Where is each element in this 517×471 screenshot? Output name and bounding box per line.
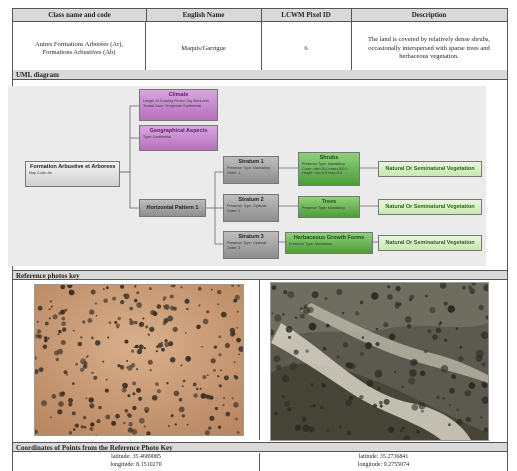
uml-natural-box-3: Natural Or Seminatural Vegetation: [378, 235, 482, 251]
trees-desc: Presence Type: Mandatory: [302, 206, 345, 210]
uml-shrubs-box: Shrubs Presence Type: Mandatory Cover: m…: [298, 152, 360, 186]
coords-row: latitude: 35.4689085 longitude: 8.151027…: [13, 453, 507, 471]
class-name-cell: Autres Formations Arborées (Ar), Formati…: [13, 21, 146, 77]
photos-section-title: Reference photos key: [13, 270, 507, 280]
stratum3-title: Stratum 3: [238, 234, 264, 240]
table-header-row: Class name and code English Name LCWM Pi…: [13, 8, 507, 22]
uml-herbaceous-box: Herbaceous Growth Forms Presence Type: M…: [285, 232, 373, 254]
geo-desc: Type: Continental: [143, 135, 171, 139]
uml-stratum2-box: Stratum 2 Presence Type: Optional Order:…: [223, 194, 279, 222]
natural1-title: Natural Or Seminatural Vegetation: [385, 166, 475, 172]
description-cell: The land is covered by relatively dense …: [367, 36, 491, 61]
climate-desc: Length Of Growing Period: Dry Semi-arid …: [143, 99, 209, 108]
uml-diagram: Climate Length Of Growing Period: Dry Se…: [8, 86, 486, 266]
stratum1-title: Stratum 1: [238, 159, 264, 165]
shrubs-desc: Presence Type: Mandatory Cover: min=20.0…: [302, 162, 348, 176]
trees-title: Trees: [321, 199, 337, 205]
photo-divider: [259, 280, 260, 440]
uml-natural-box-1: Natural Or Seminatural Vegetation: [378, 161, 482, 177]
coords-section-title: Coordinates of Points from the Reference…: [13, 442, 507, 452]
reference-photo-right: [270, 282, 489, 441]
herbaceous-title: Herbaceous Growth Forms: [293, 235, 365, 241]
page-lower: Reference photos key Coordinates of Poin…: [12, 270, 508, 471]
right-longitude: longitude: 9.2755074: [357, 462, 410, 468]
coords-right: latitude: 35.2736841 longitude: 9.275507…: [260, 453, 507, 471]
header-description: Description: [411, 11, 447, 19]
header-class-name: Class name and code: [13, 9, 147, 21]
uml-section-title: UML diagram: [13, 70, 507, 80]
uml-horizontal-box: Horizontal Pattern 1: [139, 199, 206, 217]
pixel-id-cell: 6: [261, 21, 352, 77]
reference-photo-left: [34, 284, 244, 436]
formation-desc: Map Code: Ab: [29, 171, 52, 175]
left-longitude: longitude: 8.1510270: [110, 462, 162, 468]
header-pixel-id: LCWM Pixel ID: [261, 9, 352, 21]
uml-natural-box-2: Natural Or Seminatural Vegetation: [378, 199, 482, 215]
geo-title: Geographical Aspects: [149, 128, 208, 134]
uml-connectors: [120, 105, 378, 245]
natural3-title: Natural Or Seminatural Vegetation: [385, 240, 475, 246]
herbaceous-desc: Presence Type: Mandatory: [289, 242, 332, 246]
natural2-title: Natural Or Seminatural Vegetation: [385, 204, 475, 210]
shrubs-title: Shrubs: [319, 155, 339, 161]
stratum1-desc: Presence Type: Mandatory Order: 1: [227, 166, 270, 175]
coords-left: latitude: 35.4689085 longitude: 8.151027…: [13, 453, 260, 471]
document-page: Class name and code English Name LCWM Pi…: [12, 8, 508, 471]
stratum2-title: Stratum 2: [238, 197, 264, 203]
climate-title: Climate: [168, 92, 189, 98]
header-english-name: English Name: [146, 9, 262, 21]
uml-stratum3-box: Stratum 3 Presence Type: Optional Order:…: [223, 231, 279, 259]
uml-trees-box: Trees Presence Type: Mandatory: [298, 196, 360, 218]
horizontal-title: Horizontal Pattern 1: [146, 205, 199, 211]
uml-climate-box: Climate Length Of Growing Period: Dry Se…: [139, 89, 218, 121]
stratum3-desc: Presence Type: Optional Order: 3: [227, 241, 267, 250]
right-latitude: latitude: 35.2736841: [358, 454, 409, 460]
uml-stratum1-box: Stratum 1 Presence Type: Mandatory Order…: [223, 156, 279, 184]
uml-geo-box: Geographical Aspects Type: Continental: [139, 125, 218, 151]
uml-formation-box: Formation Arbustive et Arborees Map Code…: [25, 161, 120, 187]
formation-title: Formation Arbustive et Arborees: [30, 164, 116, 170]
english-name-cell: Maquis/Garrigue: [146, 21, 262, 77]
left-latitude: latitude: 35.4689085: [111, 454, 161, 460]
stratum2-desc: Presence Type: Optional Order: 2: [227, 204, 267, 213]
